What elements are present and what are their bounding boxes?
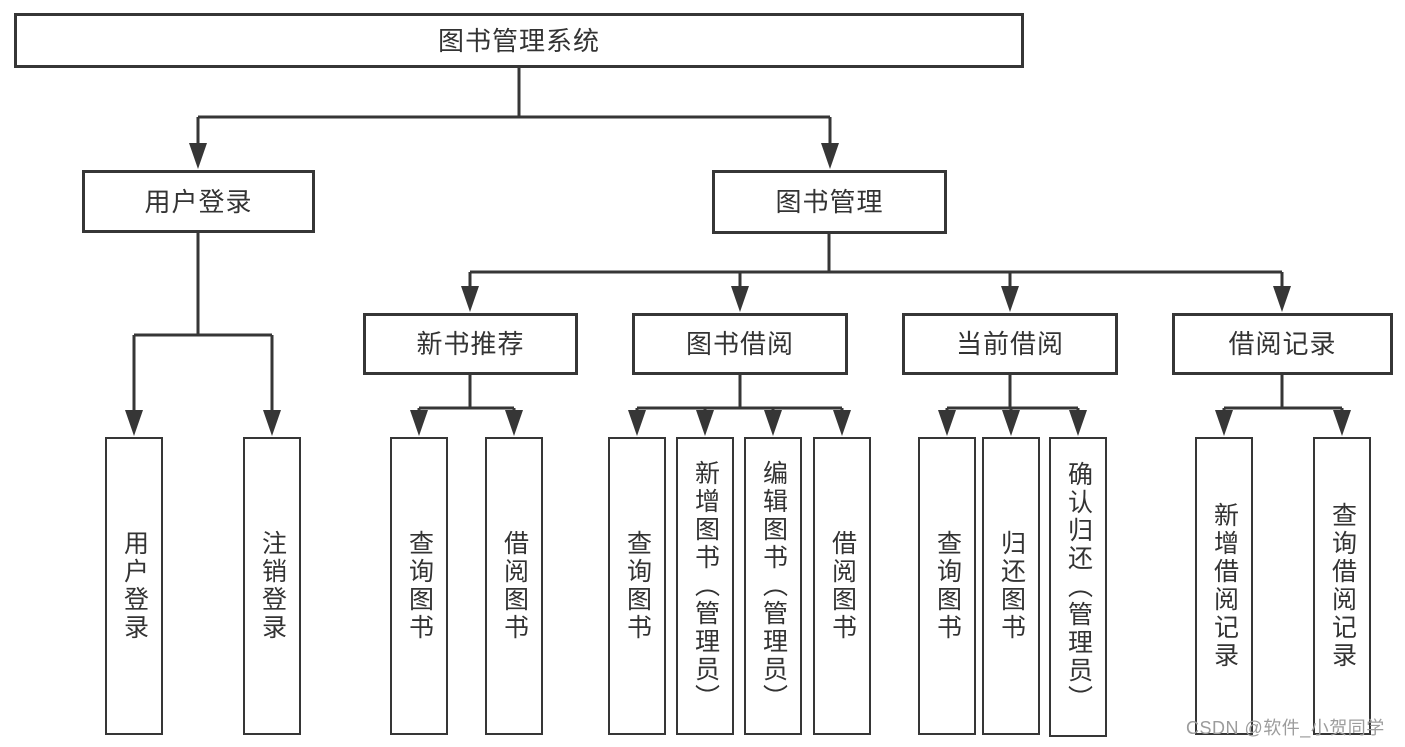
node-borrow-records: 借阅记录 bbox=[1172, 313, 1393, 375]
leaf-logout: 注销登录 bbox=[243, 437, 301, 735]
arrow-leaf bbox=[1069, 410, 1087, 436]
csdn-watermark: CSDN @软件_小贺同学 bbox=[1186, 718, 1385, 738]
connector-root-branch bbox=[196, 68, 832, 148]
leaf-user-login: 用户登录 bbox=[105, 437, 163, 735]
node-current-borrow: 当前借阅 bbox=[902, 313, 1118, 375]
leaf-query-books: 查询图书 bbox=[918, 437, 976, 735]
arrow-to-current bbox=[1001, 286, 1019, 312]
arrowheads bbox=[125, 143, 1351, 436]
connector-book-mgmt-branch bbox=[468, 234, 1284, 290]
node-root-system: 图书管理系统 bbox=[14, 13, 1024, 68]
arrow-leaf bbox=[696, 410, 714, 436]
leaf-return-books: 归还图书 bbox=[982, 437, 1040, 735]
arrow-leaf bbox=[938, 410, 956, 436]
node-new-book-recommend: 新书推荐 bbox=[363, 313, 578, 375]
arrow-to-user-login bbox=[189, 143, 207, 169]
arrow-leaf bbox=[1333, 410, 1351, 436]
arrow-to-new-books bbox=[461, 286, 479, 312]
arrow-leaf bbox=[1215, 410, 1233, 436]
arrow-leaf bbox=[263, 410, 281, 436]
leaf-add-borrow-record: 新增借阅记录 bbox=[1195, 437, 1253, 735]
arrow-leaf bbox=[125, 410, 143, 436]
arrow-to-borrow bbox=[731, 286, 749, 312]
leaf-borrow-books: 借阅图书 bbox=[485, 437, 543, 735]
arrow-leaf bbox=[505, 410, 523, 436]
arrow-leaf bbox=[410, 410, 428, 436]
arrow-leaf bbox=[764, 410, 782, 436]
arrow-to-book-mgmt bbox=[821, 143, 839, 169]
node-book-management: 图书管理 bbox=[712, 170, 947, 234]
leaf-add-books-admin: 新增图书（管理员） bbox=[676, 437, 734, 735]
leaf-borrow-books: 借阅图书 bbox=[813, 437, 871, 735]
node-book-borrow: 图书借阅 bbox=[632, 313, 848, 375]
leaf-query-borrow-record: 查询借阅记录 bbox=[1313, 437, 1371, 735]
connector-borrow-branch bbox=[635, 375, 844, 414]
connector-records-branch bbox=[1222, 375, 1344, 414]
leaf-edit-books-admin: 编辑图书（管理员） bbox=[744, 437, 802, 735]
leaf-confirm-return-admin: 确认归还（管理员） bbox=[1049, 437, 1107, 737]
arrow-leaf bbox=[628, 410, 646, 436]
connector-new-books-branch bbox=[417, 375, 516, 414]
connector-user-login-branch bbox=[132, 233, 274, 414]
leaf-query-books: 查询图书 bbox=[390, 437, 448, 735]
arrow-to-records bbox=[1273, 286, 1291, 312]
arrow-leaf bbox=[1002, 410, 1020, 436]
leaf-query-books: 查询图书 bbox=[608, 437, 666, 735]
node-user-login: 用户登录 bbox=[82, 170, 315, 233]
arrow-leaf bbox=[833, 410, 851, 436]
connector-current-branch bbox=[945, 375, 1080, 414]
